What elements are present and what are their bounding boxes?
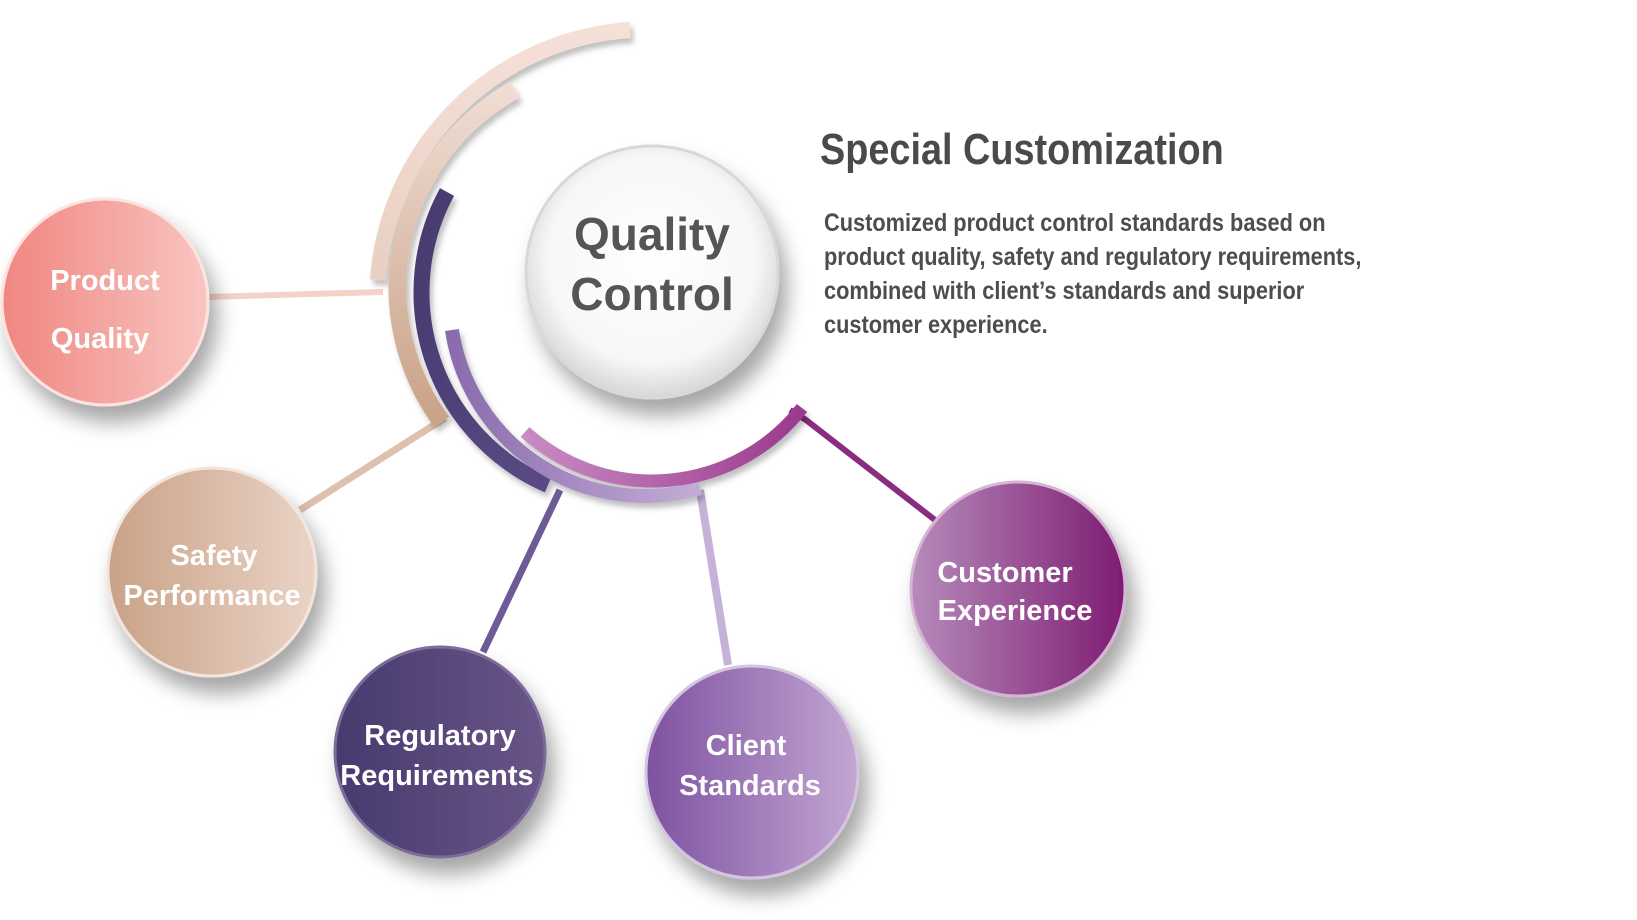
connector-client-standards bbox=[696, 489, 732, 666]
node-client-standards-line2: Standards bbox=[679, 770, 821, 802]
connector-regulatory-requirements bbox=[479, 488, 564, 654]
connector-product-quality bbox=[204, 289, 384, 300]
arc-magenta bbox=[520, 403, 808, 488]
node-customer-experience-line2: Experience bbox=[938, 595, 1093, 627]
node-safety-performance: Safety Performance bbox=[106, 466, 318, 678]
node-product-quality-line2: Quality bbox=[51, 323, 149, 355]
node-client-standards-line1: Client bbox=[706, 730, 787, 762]
arc-outer-peach bbox=[370, 22, 631, 281]
arc-navy bbox=[413, 188, 552, 493]
node-safety-performance-line1: Safety bbox=[170, 540, 257, 572]
arc-tan bbox=[388, 82, 520, 428]
decorative-arcs bbox=[370, 22, 808, 503]
node-regulatory-requirements: Regulatory Requirements bbox=[333, 645, 547, 859]
node-product-quality: Product Quality bbox=[0, 197, 210, 407]
node-customer-experience-line1: Customer bbox=[937, 557, 1072, 589]
node-regulatory-requirements-line1: Regulatory bbox=[364, 720, 515, 752]
connector-customer-experience bbox=[788, 407, 937, 523]
arc-lavender bbox=[445, 328, 702, 503]
node-safety-performance-line2: Performance bbox=[123, 580, 300, 612]
node-client-standards: Client Standards bbox=[644, 664, 860, 880]
center-title-line1: Quality bbox=[574, 208, 730, 260]
node-regulatory-requirements-line2: Requirements bbox=[340, 760, 533, 792]
section-heading: Special Customization bbox=[820, 125, 1224, 174]
connector-safety-performance bbox=[298, 415, 447, 513]
center-title-line2: Control bbox=[570, 268, 734, 320]
node-product-quality-line1: Product bbox=[50, 265, 160, 297]
section-description: Customized product control standards bas… bbox=[824, 209, 1362, 339]
center-node: Quality Control bbox=[524, 144, 780, 400]
node-customer-experience: Customer Experience bbox=[909, 480, 1127, 698]
